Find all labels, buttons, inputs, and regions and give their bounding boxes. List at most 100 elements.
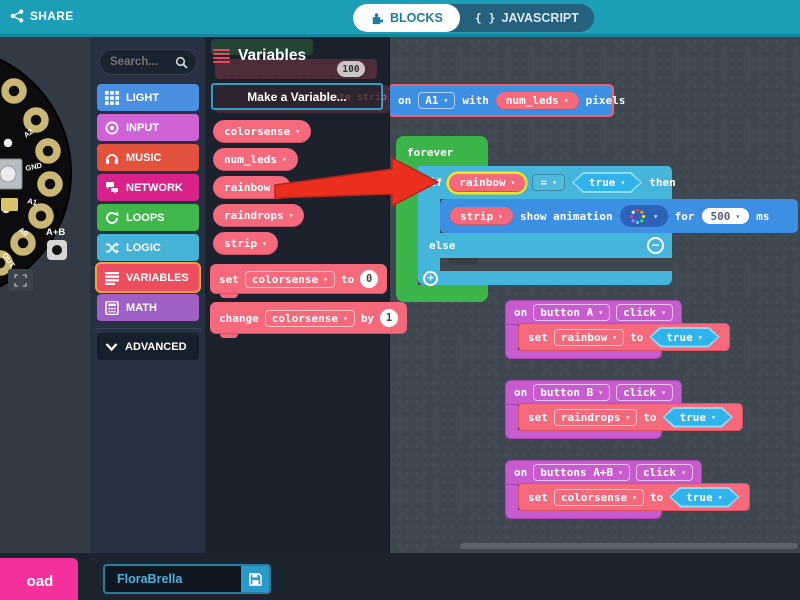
variable-pill-rainbow[interactable]: rainbow xyxy=(213,176,292,199)
forever-block-foot xyxy=(396,285,488,302)
duration-dropdown[interactable]: 500 xyxy=(701,208,750,224)
sidebar-item-loops[interactable]: LOOPS xyxy=(97,204,199,231)
sidebar-item-network[interactable]: NETWORK xyxy=(97,174,199,201)
toolbox-search[interactable] xyxy=(99,49,197,75)
then-label: then xyxy=(649,176,676,189)
event-type-dropdown[interactable]: click xyxy=(635,464,693,481)
set-variable-block[interactable]: set colorsense to 0 xyxy=(210,264,388,298)
true-value-hexagon[interactable]: true xyxy=(663,407,733,428)
sidebar-item-logic[interactable]: LOGIC xyxy=(97,234,199,261)
by-label: by xyxy=(360,311,375,325)
button-dropdown[interactable]: button A xyxy=(533,304,611,321)
button-dropdown[interactable]: buttons A+B xyxy=(533,464,630,481)
pin-dropdown[interactable]: A1 xyxy=(418,92,456,109)
variable-dropdown[interactable]: colorsense xyxy=(244,270,335,288)
set-label: set xyxy=(528,330,548,344)
variable-pill-strip[interactable]: strip xyxy=(213,232,278,255)
category-label: LOGIC xyxy=(126,241,161,254)
set-rainbow-block[interactable]: set rainbow to true xyxy=(518,323,730,351)
ms-label: ms xyxy=(756,209,770,223)
sidebar-item-music[interactable]: MUSIC xyxy=(97,144,199,171)
sidebar-item-advanced[interactable]: ADVANCED xyxy=(97,333,199,360)
to-label: to xyxy=(340,272,355,286)
create-strip-block[interactable]: on A1 with num_leds pixels xyxy=(388,84,625,117)
add-else-if-button[interactable] xyxy=(423,270,438,286)
variables-list-icon xyxy=(105,271,119,285)
search-input[interactable] xyxy=(108,55,175,69)
set-label: set xyxy=(528,490,548,504)
block-workspace[interactable]: on A1 with num_leds pixels forever if ra… xyxy=(205,37,800,553)
true-value-hexagon[interactable]: true xyxy=(649,327,719,348)
event-header[interactable]: on button A click xyxy=(505,300,683,325)
braces-icon: { } xyxy=(474,11,496,25)
svg-text:A1: A1 xyxy=(27,196,38,207)
sidebar-item-variables[interactable]: VARIABLES xyxy=(97,264,199,291)
fullscreen-icon xyxy=(14,273,27,287)
variable-dropdown[interactable]: colorsense xyxy=(264,309,355,327)
on-button-a-block[interactable]: on button A click set rainbow to true xyxy=(505,300,730,360)
fullscreen-button[interactable] xyxy=(8,269,33,291)
rainbow-condition-pill[interactable]: rainbow xyxy=(449,173,526,192)
on-label: on xyxy=(514,386,528,399)
share-button[interactable]: SHARE xyxy=(10,9,74,23)
tab-blocks[interactable]: BLOCKS xyxy=(353,4,460,32)
remove-else-button[interactable] xyxy=(647,237,664,254)
event-type-dropdown[interactable]: click xyxy=(616,384,674,401)
project-name-input[interactable] xyxy=(105,566,241,592)
else-label: else xyxy=(429,239,456,252)
variable-dropdown[interactable]: colorsense xyxy=(553,488,644,506)
num-leds-variable-pill[interactable]: num_leds xyxy=(495,91,579,110)
event-header[interactable]: on button B click xyxy=(505,380,683,405)
sidebar-item-math[interactable]: MATH xyxy=(97,294,199,321)
sidebar-item-input[interactable]: INPUT xyxy=(97,114,199,141)
simulator-ab-button[interactable] xyxy=(47,240,67,260)
on-button-b-block[interactable]: on button B click set raindrops to true xyxy=(505,380,743,440)
event-header[interactable]: on buttons A+B click xyxy=(505,460,702,485)
save-button[interactable] xyxy=(241,566,269,592)
empty-statement-slot[interactable] xyxy=(440,258,672,271)
category-label: ADVANCED xyxy=(125,340,187,353)
event-spine xyxy=(505,404,518,432)
ab-button-label: A+B xyxy=(46,227,66,238)
variable-dropdown[interactable]: raindrops xyxy=(553,408,638,426)
true-value-hexagon[interactable]: true xyxy=(572,172,642,193)
simulator-panel: A2 GND A1 A0 OUT A+B xyxy=(0,37,90,553)
horizontal-scrollbar[interactable] xyxy=(460,543,798,549)
set-raindrops-block[interactable]: set raindrops to true xyxy=(518,403,743,431)
variable-pill-colorsense[interactable]: colorsense xyxy=(213,120,312,143)
make-variable-button[interactable]: Make a Variable... xyxy=(211,83,383,110)
tab-javascript[interactable]: { } JAVASCRIPT xyxy=(460,4,594,32)
value-input[interactable]: 0 xyxy=(360,270,379,288)
true-value-hexagon[interactable]: true xyxy=(669,487,739,508)
value-input[interactable]: 1 xyxy=(380,309,399,327)
search-icon xyxy=(175,56,188,69)
else-slot-spine xyxy=(418,258,440,271)
operator-dropdown[interactable]: = xyxy=(532,174,565,191)
variable-pill-num-leds[interactable]: num_leds xyxy=(213,148,298,171)
variable-pill-raindrops[interactable]: raindrops xyxy=(213,204,305,227)
shuffle-icon xyxy=(106,241,119,254)
event-spine xyxy=(505,484,518,512)
toolbox-sidebar: LIGHT INPUT MUSIC NETWORK xyxy=(90,37,205,553)
strip-variable-pill[interactable]: strip xyxy=(450,207,513,225)
set-colorsense-block[interactable]: set colorsense to true xyxy=(518,483,750,511)
change-variable-block[interactable]: change colorsense by 1 xyxy=(210,302,408,338)
if-block-spine xyxy=(418,199,440,233)
category-label: MUSIC xyxy=(126,151,162,164)
input-icon xyxy=(105,121,119,134)
download-button[interactable]: oad xyxy=(0,558,78,600)
if-label: if xyxy=(429,176,443,189)
if-block[interactable]: if rainbow = true then xyxy=(418,166,676,199)
button-dropdown[interactable]: button B xyxy=(533,384,611,401)
animation-picker[interactable] xyxy=(619,205,668,227)
forever-block[interactable]: forever xyxy=(396,136,488,168)
on-label: on xyxy=(514,466,528,479)
on-buttons-ab-block[interactable]: on buttons A+B click set colorsense to t… xyxy=(505,460,750,520)
chevron-down-icon xyxy=(105,342,118,351)
on-label: on xyxy=(514,306,528,319)
sidebar-item-light[interactable]: LIGHT xyxy=(97,84,199,111)
show-animation-block[interactable]: strip show animation for 500 ms xyxy=(440,199,798,233)
variable-dropdown[interactable]: rainbow xyxy=(553,328,625,346)
change-label: change xyxy=(219,311,259,325)
event-type-dropdown[interactable]: click xyxy=(616,304,674,321)
